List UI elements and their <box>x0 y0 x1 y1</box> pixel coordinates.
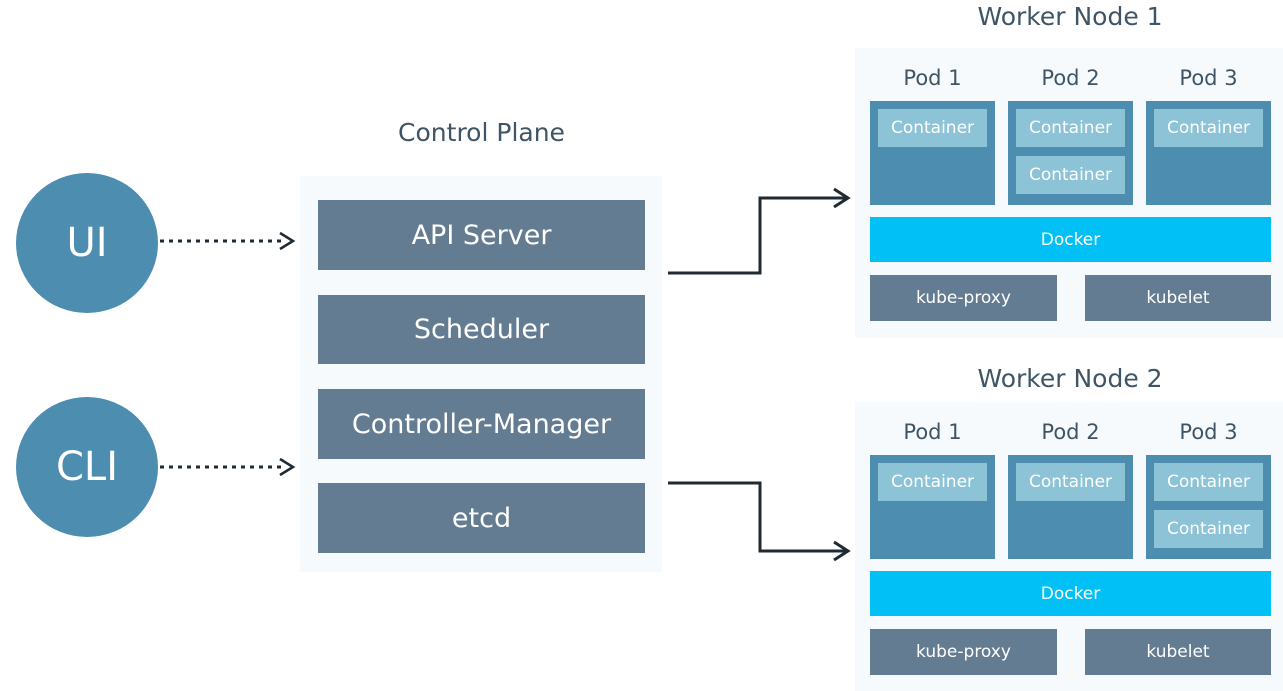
wn2-pod-1-label: Pod 1 <box>903 420 962 444</box>
api-server-box: API Server <box>318 200 645 270</box>
wn1-kubelet: kubelet <box>1085 275 1271 321</box>
wn2-docker-runtime: Docker <box>870 571 1271 616</box>
wn2-pod-3-container-1: Container <box>1154 463 1263 501</box>
wn1-pod-2-container-2: Container <box>1016 156 1125 194</box>
worker-node-1-title: Worker Node 1 <box>977 2 1163 31</box>
wn1-pod-2-label: Pod 2 <box>1041 66 1100 90</box>
scheduler-label: Scheduler <box>413 314 550 345</box>
etcd-box: etcd <box>318 483 645 553</box>
wn1-pod-2-container-1: Container <box>1016 109 1125 147</box>
wn2-pod-2-label: Pod 2 <box>1041 420 1100 444</box>
wn1-pod-1-label: Pod 1 <box>903 66 962 90</box>
control-plane-title: Control Plane <box>398 118 565 147</box>
scheduler-box: Scheduler <box>318 295 645 364</box>
worker-1-arrow-head <box>833 187 851 209</box>
worker-2-arrow-head <box>833 540 851 562</box>
etcd-label: etcd <box>451 502 512 534</box>
wn1-kube-proxy: kube-proxy <box>870 275 1057 321</box>
wn1-docker-runtime: Docker <box>870 217 1271 262</box>
wn1-pod-3-label: Pod 3 <box>1179 66 1238 90</box>
control-plane-to-worker-1-arrow <box>668 196 846 275</box>
wn1-pod-3-container-1: Container <box>1154 109 1263 147</box>
controller-manager-box: Controller-Manager <box>318 389 645 459</box>
ui-arrow-head <box>279 231 296 251</box>
cli-arrow-head <box>279 457 296 477</box>
wn2-pod-3-label: Pod 3 <box>1179 420 1238 444</box>
wn1-pod-1-container-1: Container <box>878 109 987 147</box>
wn2-pod-3-container-2: Container <box>1154 510 1263 548</box>
ui-client-label: UI <box>66 220 108 266</box>
worker-node-2-title: Worker Node 2 <box>977 364 1163 393</box>
controller-manager-label: Controller-Manager <box>351 408 612 440</box>
wn2-pod-1-container-1: Container <box>878 463 987 501</box>
wn2-kube-proxy: kube-proxy <box>870 629 1057 675</box>
wn2-kubelet: kubelet <box>1085 629 1271 675</box>
wn2-pod-2-container-1: Container <box>1016 463 1125 501</box>
control-plane-to-worker-2-arrow <box>668 481 846 553</box>
cli-client: CLI <box>16 397 158 537</box>
cli-client-label: CLI <box>55 444 118 490</box>
ui-client: UI <box>16 173 158 313</box>
api-server-label: API Server <box>411 219 552 251</box>
